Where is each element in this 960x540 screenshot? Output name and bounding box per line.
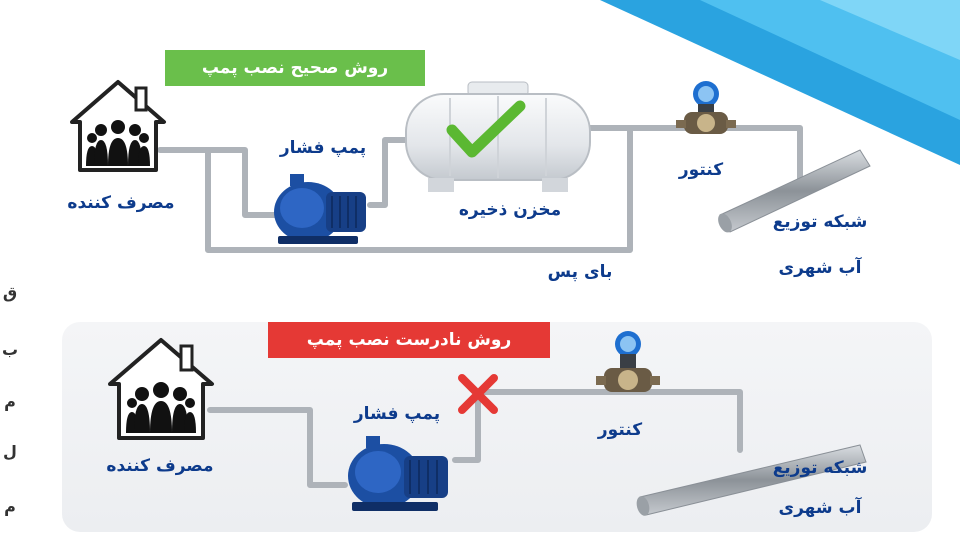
top-meter-label: کنتور [678, 160, 724, 180]
incorrect-method-banner: روش نادرست نصب پمپ [268, 322, 550, 358]
top-consumer-label: مصرف کننده [67, 193, 175, 213]
edge-text-1: ق [2, 283, 18, 302]
bottom-main-pipe [636, 444, 867, 516]
house-with-people-icon [70, 80, 166, 172]
bottom-pump-label: پمپ فشار [353, 404, 441, 424]
checkmark-icon [446, 100, 526, 158]
water-tank-icon [405, 81, 591, 192]
house-with-people-icon [108, 338, 214, 440]
bottom-consumer-label: مصرف کننده [106, 456, 214, 476]
top-network-label-line1: شبکه توزیع [772, 212, 868, 232]
correct-method-banner: روش صحیح نصب پمپ [165, 50, 425, 86]
edge-text-4: ل [3, 442, 17, 461]
bottom-meter-label: کنتور [597, 420, 643, 440]
water-meter-icon [596, 331, 660, 392]
top-pump-label: پمپ فشار [279, 138, 367, 158]
water-meter-icon [676, 81, 736, 134]
top-main-pipe [718, 149, 871, 233]
top-network-label-line2: آب شهری [778, 258, 862, 278]
edge-text-2: ب [1, 340, 19, 359]
top-bypass-label: بای پس [547, 262, 613, 282]
water-pump-icon [274, 174, 366, 244]
bottom-network-label-line2: آب شهری [778, 498, 862, 518]
water-pump-icon [348, 436, 448, 511]
cross-icon [458, 374, 498, 414]
edge-text-3: م [4, 392, 16, 411]
bottom-network-label-line1: شبکه توزیع [772, 458, 868, 478]
edge-text-5: م [4, 497, 16, 516]
top-tank-label: مخزن ذخیره [458, 200, 562, 220]
